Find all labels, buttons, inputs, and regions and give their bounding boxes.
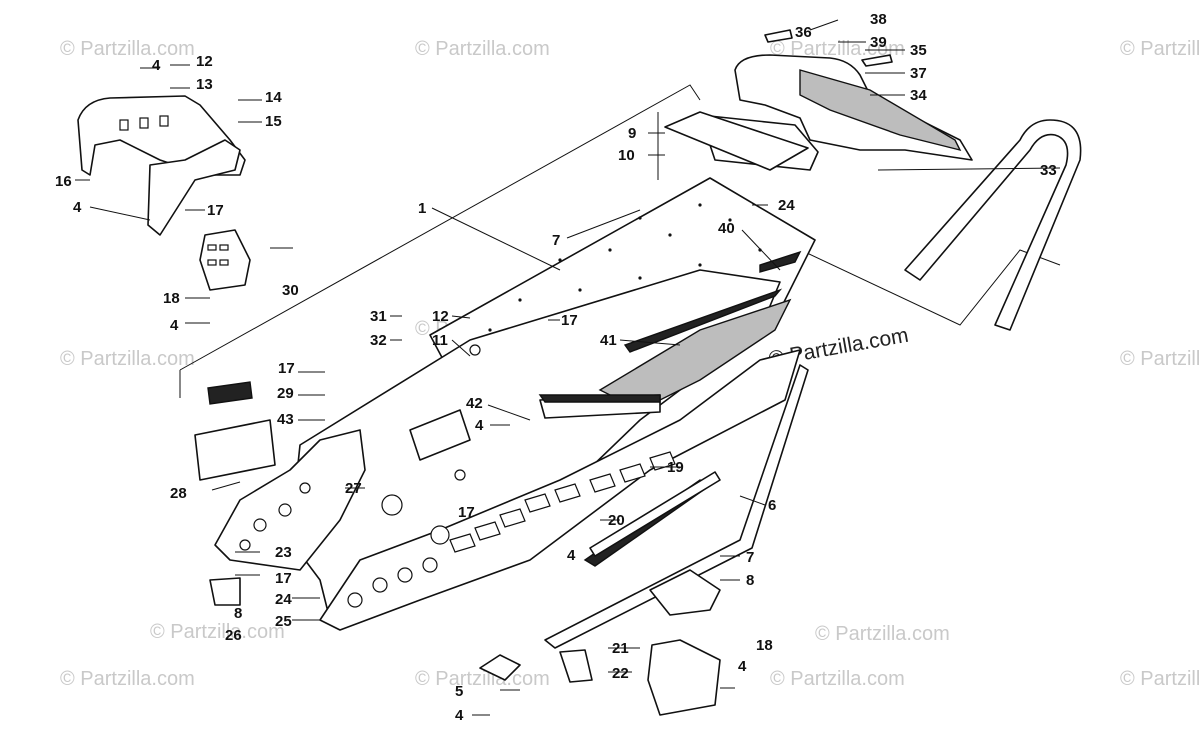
callout-label: 17	[207, 202, 224, 219]
callout-label: 26	[225, 627, 242, 644]
callout-labels: 1 7 17 4 4 4 4 4 4 4 5 6 7 8 8 9 10 11 1…	[55, 11, 1057, 724]
callout-label: 38	[870, 11, 887, 28]
watermark: © Partzilla.com	[60, 38, 195, 60]
callout-label: 4	[475, 417, 484, 434]
callout-label: 19	[667, 459, 684, 476]
callout-label: 18	[756, 637, 773, 654]
callout-label: 31	[370, 308, 387, 325]
watermark: © Partzilla.com	[1120, 668, 1200, 690]
callout-label: 34	[910, 87, 927, 104]
front-bumper-assembly	[77, 95, 251, 291]
callout-label: 35	[910, 42, 927, 59]
callout-label: 39	[870, 34, 887, 51]
callout-label: 8	[234, 605, 242, 622]
callout-label: 22	[612, 665, 629, 682]
callout-label: 14	[265, 89, 282, 106]
callout-label: 13	[196, 76, 213, 93]
watermark: © Partzilla.com	[1120, 348, 1200, 370]
callout-label: 24	[778, 197, 795, 214]
grab-bar	[904, 119, 1082, 331]
callout-label: 41	[600, 332, 617, 349]
callout-label: 17	[275, 570, 292, 587]
leader-lines	[75, 19, 1061, 716]
callout-label: 30	[282, 282, 299, 299]
callout-label: 12	[432, 308, 449, 325]
callout-label: 9	[628, 125, 636, 142]
watermark: © Partzilla.com	[60, 348, 195, 370]
callout-label: 28	[170, 485, 187, 502]
watermark: © Partzilla.com	[60, 668, 195, 690]
callout-label: 43	[277, 411, 294, 428]
callout-label: 23	[275, 544, 292, 561]
chassis-tunnel	[214, 250, 802, 631]
callout-label: 29	[277, 385, 294, 402]
callout-label: 40	[718, 220, 735, 237]
callout-label: 11	[432, 332, 448, 349]
callout-label: 24	[275, 591, 292, 608]
callout-label: 20	[608, 512, 625, 529]
callout-label: 36	[795, 24, 812, 41]
callout-label: 16	[55, 173, 72, 190]
watermark: © Partzilla.com	[770, 38, 905, 60]
rear-seat-assembly	[734, 29, 973, 161]
callout-label: 4	[170, 317, 179, 334]
callout-label: 10	[618, 147, 635, 164]
callout-label: 33	[1040, 162, 1057, 179]
callout-label: 7	[552, 232, 560, 249]
callout-label: 8	[746, 572, 754, 589]
callout-label: 21	[612, 640, 629, 657]
watermark: © Partzilla.com	[770, 668, 905, 690]
watermark: © Partzilla.com	[415, 668, 550, 690]
callout-label: 17	[561, 312, 578, 329]
callout-label: 17	[278, 360, 295, 377]
callout-label: 6	[768, 497, 776, 514]
callout-label: 18	[163, 290, 180, 307]
callout-label: 25	[275, 613, 292, 630]
callout-label: 17	[458, 504, 475, 521]
callout-label: 4	[73, 199, 82, 216]
callout-label: 4	[152, 57, 161, 74]
callout-label: 4	[738, 658, 747, 675]
callout-label: 1	[418, 200, 426, 217]
callout-label: 37	[910, 65, 927, 82]
small-brackets	[194, 381, 721, 716]
callout-label: 12	[196, 53, 213, 70]
watermark: © Partzilla.com	[815, 623, 950, 645]
callout-label: 15	[265, 113, 282, 130]
callout-label: 4	[567, 547, 576, 564]
callout-label: 5	[455, 683, 463, 700]
callout-label: 42	[466, 395, 483, 412]
callout-label: 27	[345, 480, 362, 497]
callout-label: 4	[455, 707, 464, 724]
watermark: © Partzilla.com	[415, 38, 550, 60]
running-boards	[544, 364, 809, 649]
callout-label: 7	[746, 549, 754, 566]
watermark: © Partzilla.com	[1120, 38, 1200, 60]
watermark: © Partzilla.com	[150, 621, 285, 643]
callout-label: 32	[370, 332, 387, 349]
